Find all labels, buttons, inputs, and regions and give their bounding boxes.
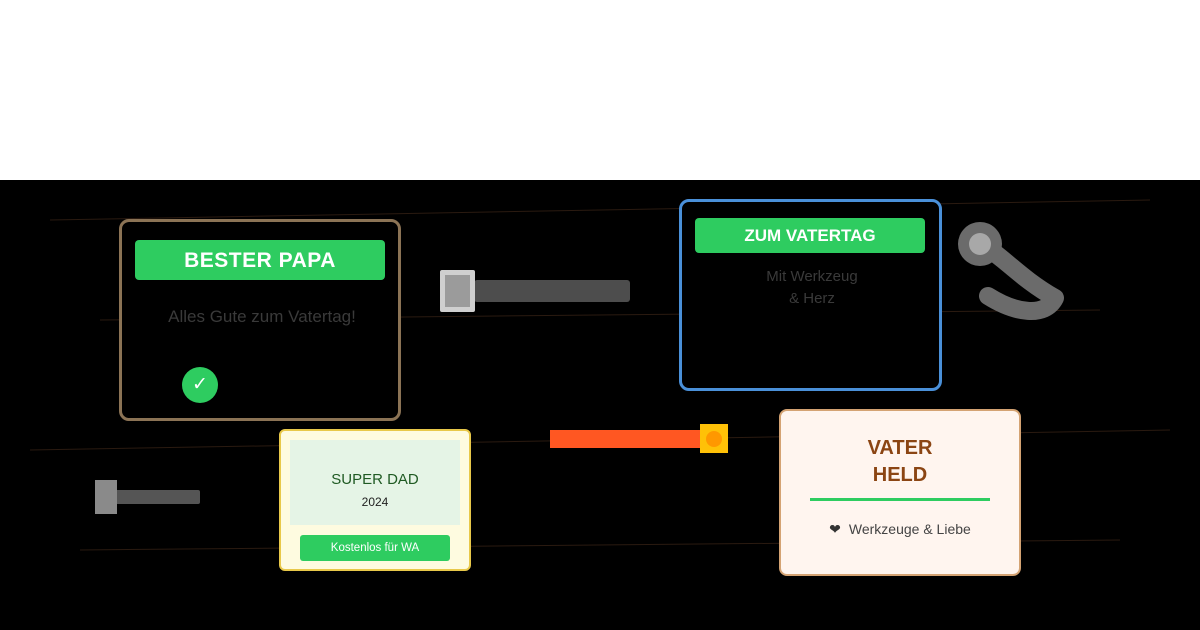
zum-vatertag-line2: & Herz bbox=[789, 290, 835, 307]
top-white-area bbox=[0, 0, 1200, 180]
vater-held-line2: HELD bbox=[872, 464, 928, 486]
vater-held-footer-text: Werkzeuge & Liebe bbox=[848, 521, 971, 537]
heart-icon: ❤ bbox=[829, 521, 841, 537]
zum-vatertag-banner: ZUM VATERTAG bbox=[695, 218, 925, 253]
super-dad-year: 2024 bbox=[361, 495, 389, 509]
card-bester-papa: BESTER PAPA Alles Gute zum Vatertag! ✓ bbox=[119, 219, 401, 421]
zum-vatertag-message: Mit Werkzeug & Herz bbox=[712, 266, 912, 310]
bester-papa-message: Alles Gute zum Vatertag! bbox=[168, 307, 356, 326]
wrench-icon bbox=[958, 222, 1064, 320]
card-super-dad: SUPER DAD 2024 Kostenlos für WA bbox=[279, 429, 471, 571]
vater-held-divider bbox=[810, 498, 990, 501]
card-vater-held: VATER HELD ❤ Werkzeuge & Liebe bbox=[779, 409, 1021, 576]
zum-vatertag-line1: Mit Werkzeug bbox=[766, 268, 858, 285]
super-dad-panel: SUPER DAD 2024 bbox=[290, 440, 460, 525]
screwdriver-icon bbox=[550, 424, 728, 453]
super-dad-title: SUPER DAD bbox=[331, 471, 419, 488]
vater-held-title: VATER HELD bbox=[781, 435, 1019, 489]
check-icon: ✓ bbox=[182, 367, 218, 403]
vater-held-line1: VATER bbox=[867, 437, 933, 459]
bester-papa-banner: BESTER PAPA bbox=[135, 240, 385, 280]
board: BESTER PAPA Alles Gute zum Vatertag! ✓ Z… bbox=[0, 180, 1200, 630]
kostenlos-button[interactable]: Kostenlos für WA bbox=[300, 535, 450, 561]
small-hammer-icon bbox=[95, 480, 200, 514]
card-zum-vatertag: ZUM VATERTAG Mit Werkzeug & Herz bbox=[679, 199, 942, 391]
vater-held-footer: ❤ Werkzeuge & Liebe bbox=[781, 521, 1019, 538]
hammer-icon bbox=[440, 270, 630, 312]
